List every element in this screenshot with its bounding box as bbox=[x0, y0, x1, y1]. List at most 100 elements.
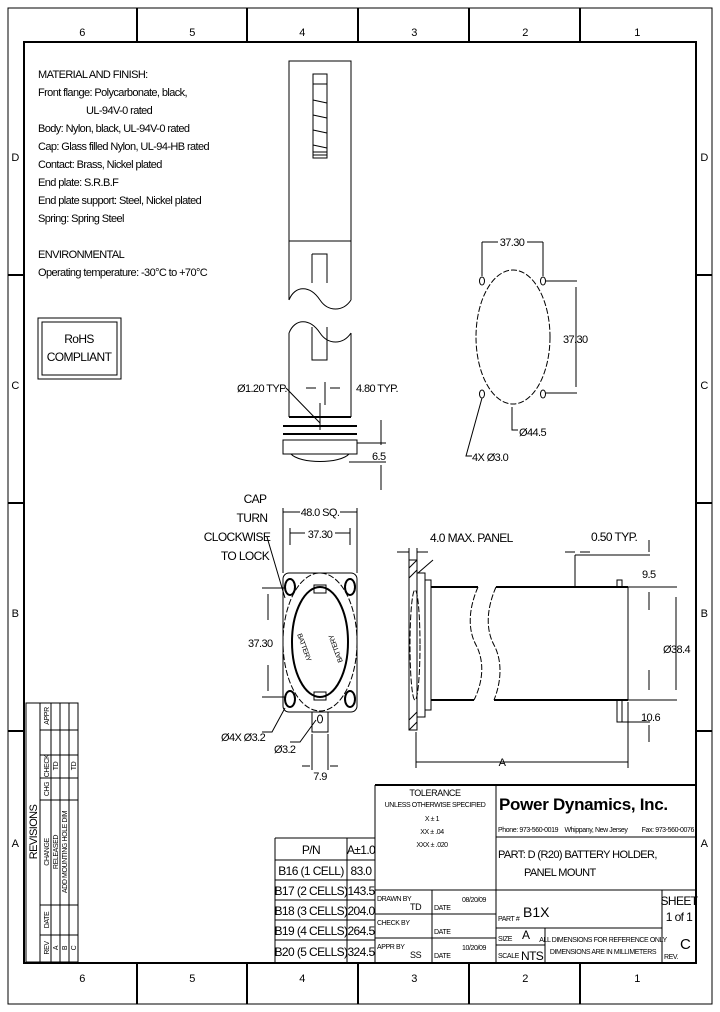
part-description-line2: PANEL MOUNT bbox=[524, 867, 597, 879]
material-line: Cap: Glass filled Nylon, UL-94-HB rated bbox=[38, 141, 209, 153]
rev-cell: C bbox=[71, 945, 78, 950]
zone-col-6: 6 bbox=[79, 27, 85, 39]
flange-thickness-dim: 6.5 bbox=[372, 451, 386, 463]
part-number-label: PART # bbox=[498, 916, 520, 923]
zone-ticks bbox=[8, 8, 712, 1004]
cap-note-line: CAP bbox=[244, 492, 267, 506]
zone-row-a-right: A bbox=[701, 838, 709, 850]
outer-frame bbox=[7, 7, 713, 1005]
tab-width-dim: 7.9 bbox=[313, 771, 327, 783]
sheet-value: 1 of 1 bbox=[666, 910, 693, 924]
zone-col-4: 4 bbox=[299, 27, 305, 39]
pn-cell: B19 (4 CELLS) bbox=[275, 924, 349, 938]
material-line: Front flange: Polycarbonate, black, bbox=[38, 87, 188, 99]
mount-holes-dim: Ø4X Ø3.2 bbox=[221, 732, 266, 744]
panel-side-view: 4.0 MAX. PANEL 0.50 TYP. 9.5 Ø38.4 10.6 … bbox=[397, 530, 691, 769]
panel-cutout-view: 37.30 37.30 Ø44.5 4X Ø3.0 bbox=[465, 237, 589, 464]
pin-dia-dim: Ø1.20 TYP. bbox=[237, 383, 287, 395]
cutout-spacing-h: 37.30 bbox=[500, 237, 525, 249]
tolerance-block: TOLERANCE UNLESS OTHERWISE SPECIFIED X ±… bbox=[375, 784, 696, 962]
zone-row-d-right: D bbox=[700, 152, 708, 164]
hole-spacing-h: 37.30 bbox=[308, 529, 333, 541]
a-cell: 204.0 bbox=[347, 904, 375, 918]
revisions-table: REVISIONS REV DATE CHANGE CHG CHECK APPR… bbox=[25, 702, 79, 963]
cap-note-line: CLOCKWISE bbox=[204, 530, 271, 544]
pin-spacing-dim: 4.80 TYP. bbox=[356, 383, 398, 395]
tolerance-subtitle: UNLESS OTHERWISE SPECIFIED bbox=[385, 802, 486, 809]
pn-header: P/N bbox=[302, 843, 320, 857]
chg-header: CHG bbox=[44, 782, 51, 796]
material-line: End plate support: Steel, Nickel plated bbox=[38, 195, 202, 207]
zone-col-6-bottom: 6 bbox=[79, 973, 85, 985]
zone-row-d: D bbox=[11, 152, 19, 164]
zone-row-c: C bbox=[11, 380, 19, 392]
material-line: Spring: Spring Steel bbox=[38, 213, 124, 225]
rev-cell: B bbox=[62, 945, 69, 950]
notice-line2: DIMENSIONS ARE IN MILLIMETERS bbox=[550, 949, 657, 956]
a-header: A±1.0 bbox=[347, 843, 376, 857]
zone-col-3-bottom: 3 bbox=[411, 973, 417, 985]
pn-cell: B16 (1 CELL) bbox=[278, 864, 344, 878]
zone-col-1-bottom: 1 bbox=[634, 973, 640, 985]
drawn-by-label: DRAWN BY bbox=[377, 896, 412, 903]
tab-hole-dim: Ø3.2 bbox=[274, 744, 296, 756]
company-phone: Phone: 973-560-0019 bbox=[498, 827, 559, 834]
rev-label: REV. bbox=[664, 954, 679, 961]
zone-row-a: A bbox=[12, 838, 20, 850]
dim-10-6: 10.6 bbox=[641, 712, 660, 724]
environmental-line: Operating temperature: -30°C to +70°C bbox=[38, 267, 208, 279]
zone-row-b-right: B bbox=[701, 608, 708, 620]
body-dia-dim: Ø38.4 bbox=[663, 644, 690, 656]
front-view: BATTERY BATTERY CAP TURN CLOCKWISE TO LO… bbox=[204, 492, 358, 783]
tolerance-line: X ± 1 bbox=[425, 816, 440, 823]
zone-row-c-right: C bbox=[700, 380, 708, 392]
appr-by: SS bbox=[410, 950, 422, 960]
tolerance-title: TOLERANCE bbox=[409, 788, 461, 798]
change-cell: RELEASED bbox=[53, 835, 60, 869]
tolerance-line: XX ± .04 bbox=[420, 829, 444, 836]
drawn-by: TD bbox=[410, 902, 422, 912]
sheet-label: SHEET bbox=[660, 894, 698, 908]
environmental-heading: ENVIRONMENTAL bbox=[38, 249, 125, 261]
a-cell: 83.0 bbox=[351, 864, 373, 878]
material-notes: MATERIAL AND FINISH: Front flange: Polyc… bbox=[38, 69, 210, 279]
tolerance-line: XXX ± .020 bbox=[416, 842, 448, 849]
cap-text-left: BATTERY bbox=[295, 633, 312, 663]
rohs-line2: COMPLIANT bbox=[47, 350, 113, 364]
scale-label: SCALE bbox=[498, 953, 520, 960]
zone-col-3: 3 bbox=[411, 27, 417, 39]
part-number: B1X bbox=[523, 904, 550, 920]
check-cell: TD bbox=[71, 761, 78, 770]
zone-col-1: 1 bbox=[634, 27, 640, 39]
a-cell: 143.5 bbox=[347, 884, 375, 898]
part-number-table: P/N A±1.0 B16 (1 CELL) 83.0 B17 (2 CELLS… bbox=[274, 785, 377, 962]
cutout-dia: Ø44.5 bbox=[519, 427, 546, 439]
company-name: Power Dynamics, Inc. bbox=[499, 795, 668, 814]
material-line: Body: Nylon, black, UL-94V-0 rated bbox=[38, 123, 190, 135]
a-cell: 324.5 bbox=[347, 945, 375, 959]
zone-col-2-bottom: 2 bbox=[522, 973, 528, 985]
drawn-date: 08/20/09 bbox=[462, 897, 487, 904]
change-header: CHANGE bbox=[44, 838, 51, 866]
pn-cell: B17 (2 CELLS) bbox=[275, 884, 349, 898]
panel-max-dim: 4.0 MAX. PANEL bbox=[430, 531, 514, 545]
a-cell: 264.5 bbox=[347, 924, 375, 938]
rev-value: C bbox=[680, 936, 691, 953]
rohs-badge: RoHS COMPLIANT bbox=[37, 317, 122, 380]
material-line: End plate: S.R.B.F bbox=[38, 177, 119, 189]
company-location: Whippany, New Jersey bbox=[564, 827, 628, 834]
cap-text-right: BATTERY bbox=[328, 633, 345, 663]
pn-cell: B20 (5 CELLS) bbox=[275, 945, 349, 959]
check-by-label: CHECK BY bbox=[377, 920, 410, 927]
part-description-line1: PART: D (R20) BATTERY HOLDER, bbox=[498, 849, 657, 861]
hole-spacing-v: 37.30 bbox=[248, 638, 273, 650]
company-fax: Fax: 973-560-0076 bbox=[642, 827, 695, 834]
date-header: DATE bbox=[44, 911, 51, 928]
zone-col-4-bottom: 4 bbox=[299, 973, 305, 985]
contact-thickness-dim: 0.50 TYP. bbox=[591, 530, 637, 544]
appr-by-label: APPR BY bbox=[377, 944, 405, 951]
rev-header: REV bbox=[44, 941, 51, 955]
check-header: CHECK bbox=[44, 754, 51, 777]
change-cell: ADD MOUNTING HOLE DIM bbox=[62, 810, 69, 893]
